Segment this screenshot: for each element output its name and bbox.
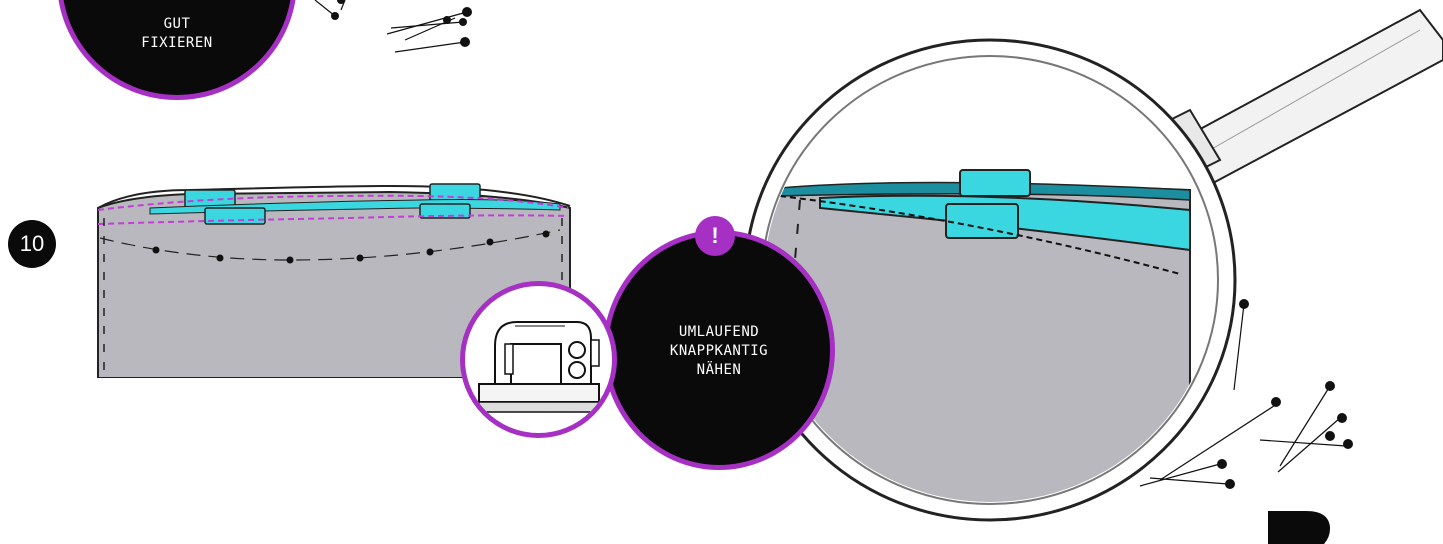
sewing-machine-badge <box>460 281 617 438</box>
instruction-badge-naehen: UMLAUFEND KNAPPKANTIG NÄHEN <box>603 230 835 470</box>
cyan-tab-zoom <box>960 170 1030 196</box>
pin-head <box>331 12 339 20</box>
pin-head <box>460 37 470 47</box>
instruction-line-3: NÄHEN <box>608 361 830 380</box>
pin-head <box>1325 381 1335 391</box>
magnifier-handle <box>1180 10 1443 190</box>
tip-badge-text: GUT FIXIEREN <box>62 15 292 53</box>
pin-head <box>443 16 451 24</box>
pins-top-cluster <box>295 0 495 60</box>
tip-line-2: FIXIEREN <box>62 34 292 53</box>
pin-head <box>1325 431 1335 441</box>
instruction-line-1: UMLAUFEND <box>608 323 830 342</box>
pin-head <box>462 7 472 17</box>
pin-head <box>1239 299 1249 309</box>
pin-head <box>1217 459 1227 469</box>
sewing-machine-icon <box>465 286 612 433</box>
alert-icon: ! <box>695 216 735 256</box>
step-number: 10 <box>8 220 56 268</box>
pin-head <box>459 18 467 26</box>
pin-head <box>1337 413 1347 423</box>
instruction-text: UMLAUFEND KNAPPKANTIG NÄHEN <box>608 323 830 380</box>
pin-head <box>1343 439 1353 449</box>
pin-head <box>1271 397 1281 407</box>
instruction-line-2: KNAPPKANTIG <box>608 342 830 361</box>
tip-badge-fixieren: GUT FIXIEREN <box>57 0 297 100</box>
pin-head <box>1225 479 1235 489</box>
pins-bottom-cluster <box>1130 290 1380 500</box>
tip-line-1: GUT <box>62 15 292 34</box>
brand-logo <box>1268 505 1338 544</box>
